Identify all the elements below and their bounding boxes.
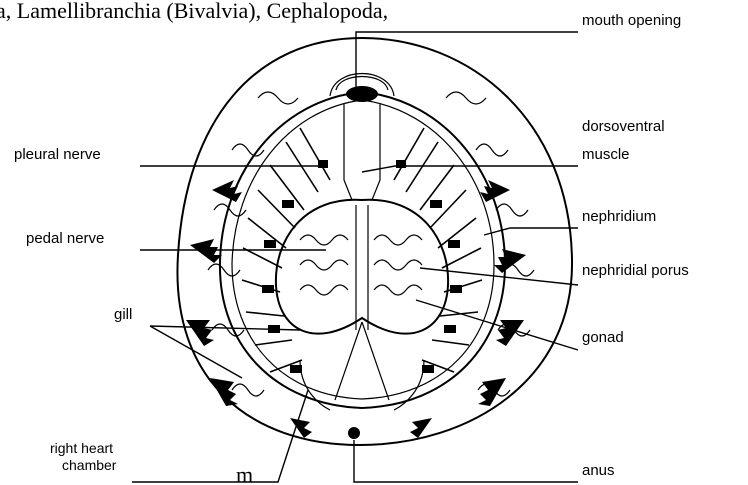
label-right-heart-chamber-line2: chamber: [62, 457, 117, 473]
mouth-opening-structure: [330, 74, 394, 201]
label-mouth-opening: mouth opening: [582, 12, 681, 29]
label-dorsoventral-muscle-line1: dorsoventral: [582, 118, 665, 135]
gonad-region: [276, 200, 448, 334]
caption-top: a, Lamellibranchia (Bivalvia), Cephalopo…: [0, 0, 388, 23]
label-gill: gill: [114, 306, 132, 323]
nephridia: [208, 92, 534, 396]
label-dorsoventral-muscle-line2: muscle: [582, 146, 630, 163]
label-pleural-nerve: pleural nerve: [14, 146, 101, 163]
label-pedal-nerve: pedal nerve: [26, 230, 104, 247]
label-nephridium: nephridium: [582, 208, 656, 225]
heart-chamber-region: [300, 322, 424, 410]
label-gonad: gonad: [582, 329, 624, 346]
anus-dot: [348, 427, 360, 439]
label-right-heart-chamber-line1: right heart: [50, 440, 113, 456]
label-nephridial-porus: nephridial porus: [582, 262, 689, 279]
body-outline: [177, 38, 572, 445]
label-anus: anus: [582, 462, 615, 479]
muscle-attachments: [262, 160, 462, 373]
